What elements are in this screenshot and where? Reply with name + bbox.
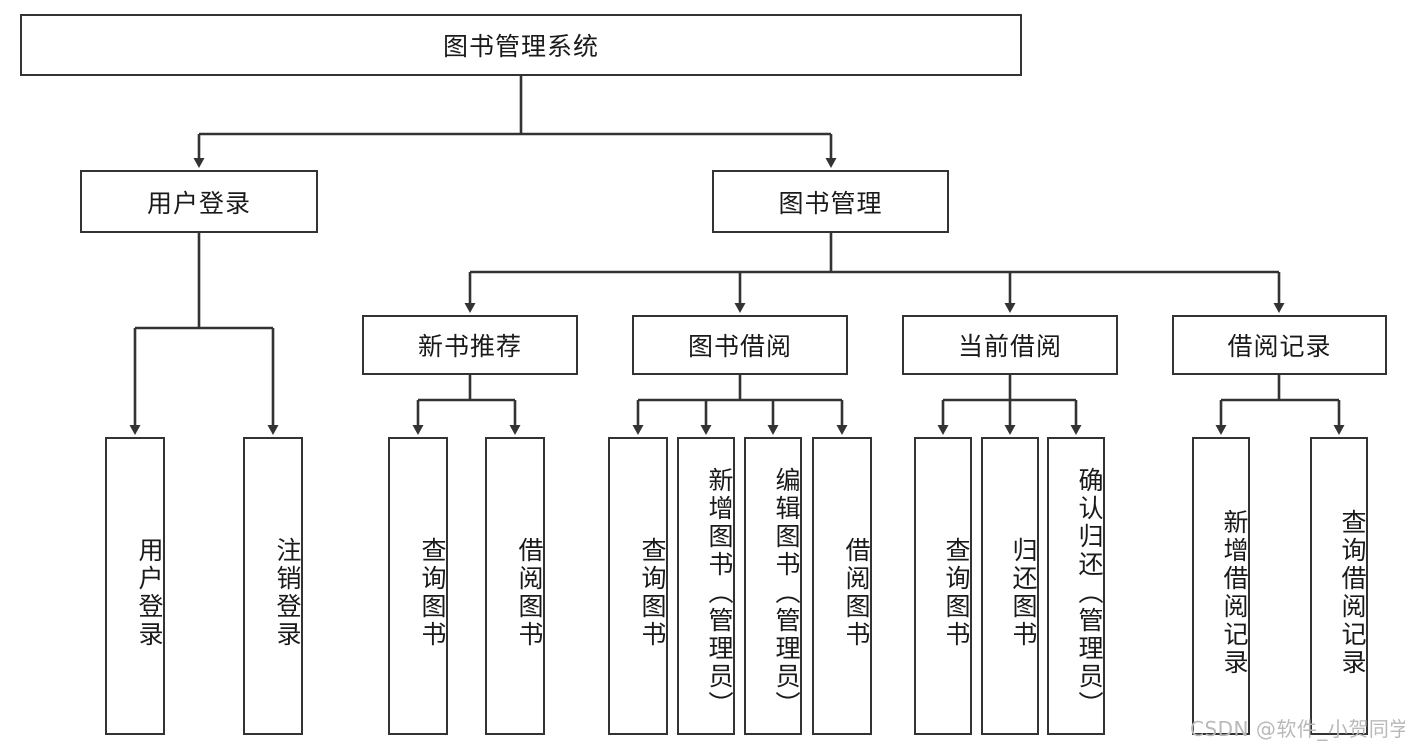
node-book-manage[interactable]: 图书管理 <box>712 170 949 233</box>
leaf-borrow-record-query[interactable]: 查询借阅记录 <box>1310 437 1368 735</box>
leaf-user-login-logout[interactable]: 注销登录 <box>243 437 303 735</box>
leaf-borrow-record-add[interactable]: 新增借阅记录 <box>1192 437 1250 735</box>
leaf-current-borrow-query[interactable]: 查询图书 <box>914 437 972 735</box>
leaf-current-borrow-confirm-return[interactable]: 确认归还（管理员） <box>1047 437 1105 735</box>
node-new-book-recommend[interactable]: 新书推荐 <box>362 315 578 375</box>
leaf-book-borrow-add[interactable]: 新增图书（管理员） <box>677 437 735 735</box>
node-borrow-record[interactable]: 借阅记录 <box>1172 315 1387 375</box>
leaf-new-book-borrow[interactable]: 借阅图书 <box>485 437 545 735</box>
node-root[interactable]: 图书管理系统 <box>20 14 1022 76</box>
leaf-book-borrow-edit[interactable]: 编辑图书（管理员） <box>744 437 802 735</box>
node-book-borrow[interactable]: 图书借阅 <box>632 315 848 375</box>
leaf-book-borrow-query[interactable]: 查询图书 <box>608 437 668 735</box>
node-current-borrow[interactable]: 当前借阅 <box>902 315 1118 375</box>
leaf-new-book-query[interactable]: 查询图书 <box>388 437 448 735</box>
leaf-current-borrow-return[interactable]: 归还图书 <box>981 437 1039 735</box>
node-user-login[interactable]: 用户登录 <box>80 170 318 233</box>
watermark-text: CSDN @软件_小贺同学 <box>1190 717 1405 741</box>
leaf-user-login-login[interactable]: 用户登录 <box>105 437 165 735</box>
leaf-book-borrow-borrow[interactable]: 借阅图书 <box>812 437 872 735</box>
